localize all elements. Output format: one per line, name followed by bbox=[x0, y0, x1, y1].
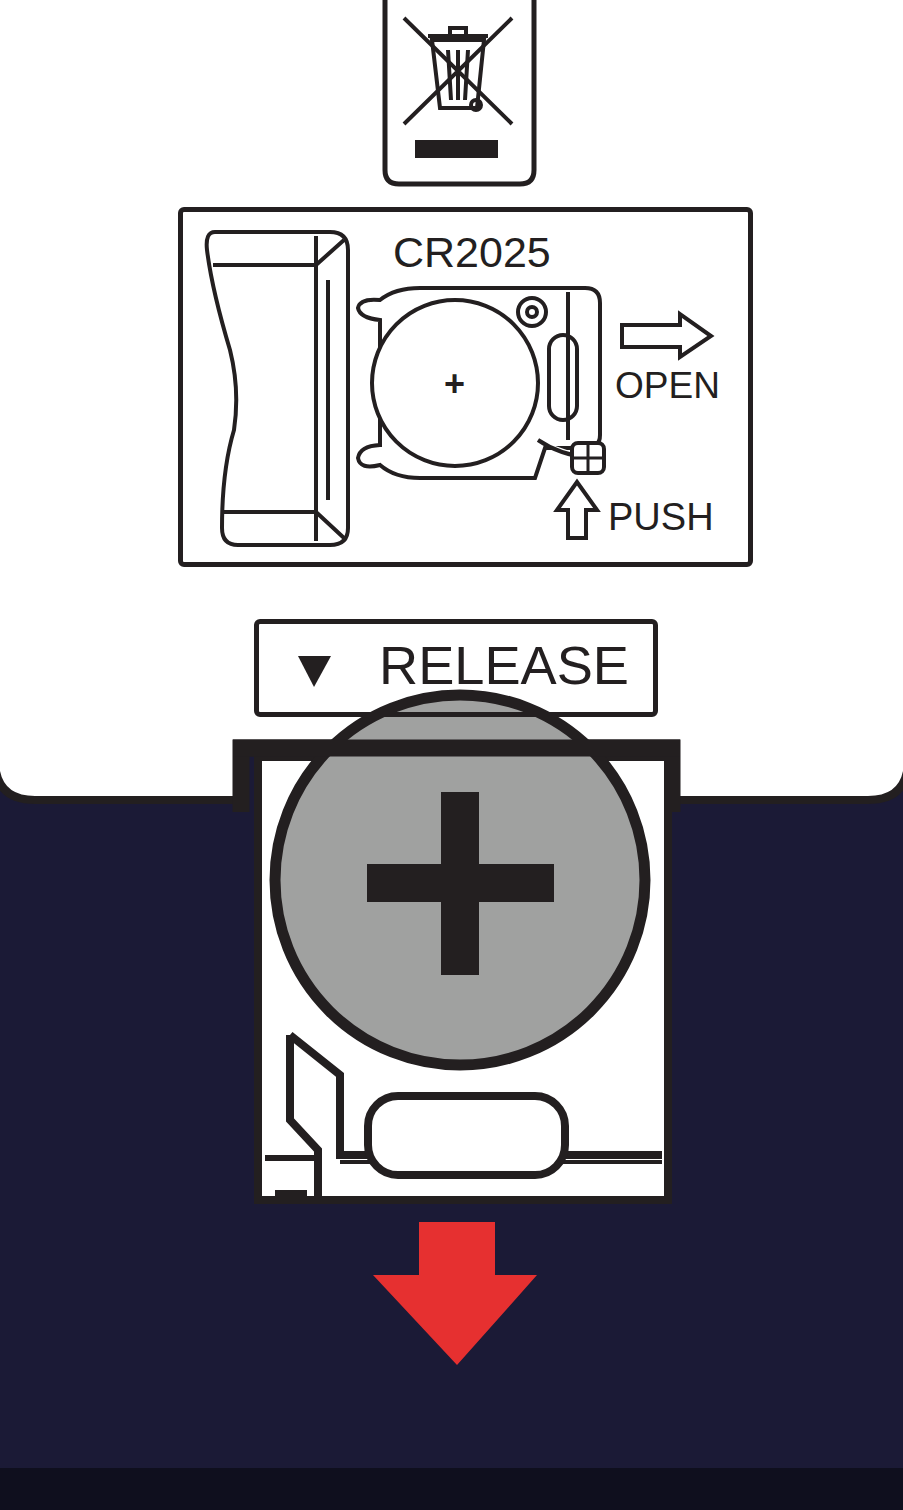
polarity-mark: + bbox=[444, 366, 465, 402]
release-triangle bbox=[298, 656, 331, 687]
recycle-box bbox=[385, 0, 534, 184]
push-label: PUSH bbox=[608, 498, 714, 536]
bottom-strip bbox=[0, 1468, 903, 1510]
open-arrow bbox=[622, 314, 711, 357]
battery-cover-icon bbox=[207, 232, 348, 545]
open-label: OPEN bbox=[615, 367, 720, 404]
crossed-bin-icon bbox=[404, 18, 512, 124]
notch-edge bbox=[233, 740, 680, 757]
battery-plus-mark bbox=[367, 864, 554, 902]
push-arrow bbox=[557, 482, 597, 538]
battery-tray-icon bbox=[358, 288, 604, 478]
release-label-box: RELEASE bbox=[254, 619, 658, 717]
battery-type: CR2025 bbox=[393, 231, 551, 274]
release-direction-arrow bbox=[373, 1222, 537, 1365]
bin-bar bbox=[415, 140, 498, 158]
battery-label-box: CR2025OPEN PUSH bbox=[178, 207, 753, 567]
release-label: RELEASE bbox=[379, 638, 629, 692]
